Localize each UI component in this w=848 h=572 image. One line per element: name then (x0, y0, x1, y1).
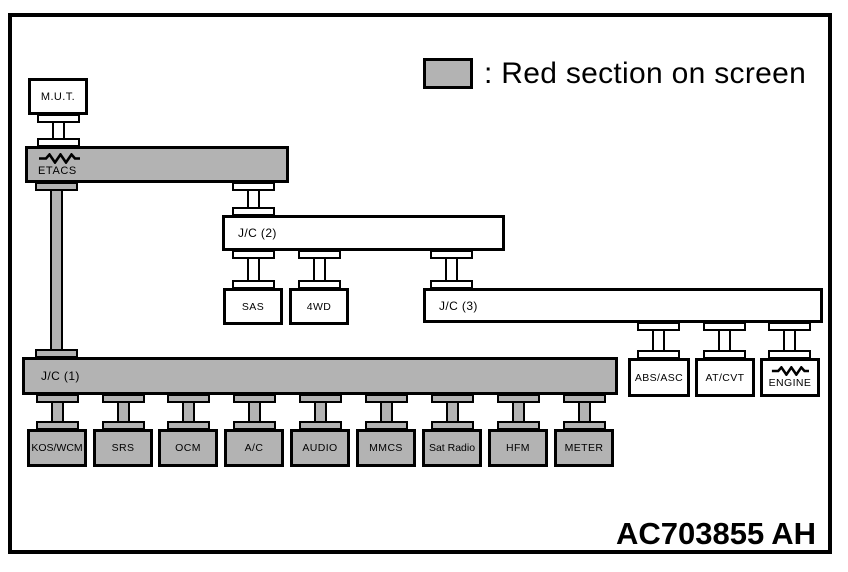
node-sas-label: SAS (241, 300, 265, 313)
diagram-border (8, 13, 832, 554)
bus-jc2: J/C (2) (222, 215, 505, 251)
bus-etacs-label: ETACS (38, 164, 77, 177)
node-ac: A/C (224, 429, 284, 467)
resistor-icon (771, 366, 809, 377)
connector-mut-etacs (37, 114, 80, 147)
legend: : Red section on screen (423, 56, 807, 90)
legend-label: : Red section on screen (484, 56, 807, 90)
node-audio: AUDIO (290, 429, 350, 467)
node-mut-label: M.U.T. (40, 90, 76, 103)
connector-jc3-engine (768, 322, 811, 359)
connector-jc1-ocm (167, 394, 210, 430)
node-ocm: OCM (158, 429, 218, 467)
legend-swatch (423, 58, 473, 89)
node-meter-label: METER (564, 442, 604, 454)
resistor-icon (39, 152, 80, 164)
connector-jc1-satradio (431, 394, 474, 430)
connector-jc1-audio (299, 394, 342, 430)
connector-jc2-4wd (298, 250, 341, 289)
node-srs: SRS (93, 429, 153, 467)
node-mmcs-label: MMCS (369, 442, 403, 454)
bus-jc1: J/C (1) (22, 357, 618, 395)
bus-jc3-label: J/C (3) (439, 298, 478, 313)
node-atcvt: AT/CVT (695, 358, 755, 397)
bus-jc2-label: J/C (2) (238, 226, 277, 240)
figure-code-number: AC703855 (616, 516, 765, 551)
node-hfm-label: HFM (506, 442, 530, 454)
node-atcvt-label: AT/CVT (705, 371, 745, 384)
node-audio-label: AUDIO (302, 442, 338, 454)
node-engine: ENGINE (760, 358, 820, 397)
connector-jc3-absasc (637, 322, 680, 359)
connector-jc2-sas (232, 250, 275, 289)
node-meter: METER (554, 429, 614, 467)
node-absasc-label: ABS/ASC (634, 371, 684, 384)
connector-jc1-ac (233, 394, 276, 430)
node-satradio: Sat Radio (422, 429, 482, 467)
node-4wd: 4WD (289, 288, 349, 325)
node-mut: M.U.T. (28, 78, 88, 115)
connector-jc3-atcvt (703, 322, 746, 359)
connector-jc1-mmcs (365, 394, 408, 430)
bus-jc1-label: J/C (1) (41, 369, 80, 383)
connector-etacs-jc1 (35, 182, 78, 358)
node-koswcm-label: KOS/WCM (31, 442, 83, 454)
node-koswcm: KOS/WCM (27, 429, 87, 467)
node-mmcs: MMCS (356, 429, 416, 467)
node-srs-label: SRS (111, 442, 135, 454)
node-satradio-label: Sat Radio (428, 442, 476, 454)
connector-jc1-srs (102, 394, 145, 430)
figure-code-suffix: AH (771, 516, 816, 551)
connector-etacs-jc2 (232, 182, 275, 216)
bus-etacs: ETACS (25, 146, 289, 183)
node-ocm-label: OCM (175, 442, 201, 454)
node-ac-label: A/C (244, 442, 264, 454)
node-4wd-label: 4WD (306, 300, 332, 313)
node-absasc: ABS/ASC (628, 358, 690, 397)
node-sas: SAS (223, 288, 283, 325)
bus-jc3: J/C (3) (423, 288, 823, 323)
connector-jc1-hfm (497, 394, 540, 430)
node-engine-label: ENGINE (768, 377, 812, 390)
node-hfm: HFM (488, 429, 548, 467)
connector-jc1-meter (563, 394, 606, 430)
connector-jc1-koswcm (36, 394, 79, 430)
connector-jc2-jc3 (430, 250, 473, 289)
